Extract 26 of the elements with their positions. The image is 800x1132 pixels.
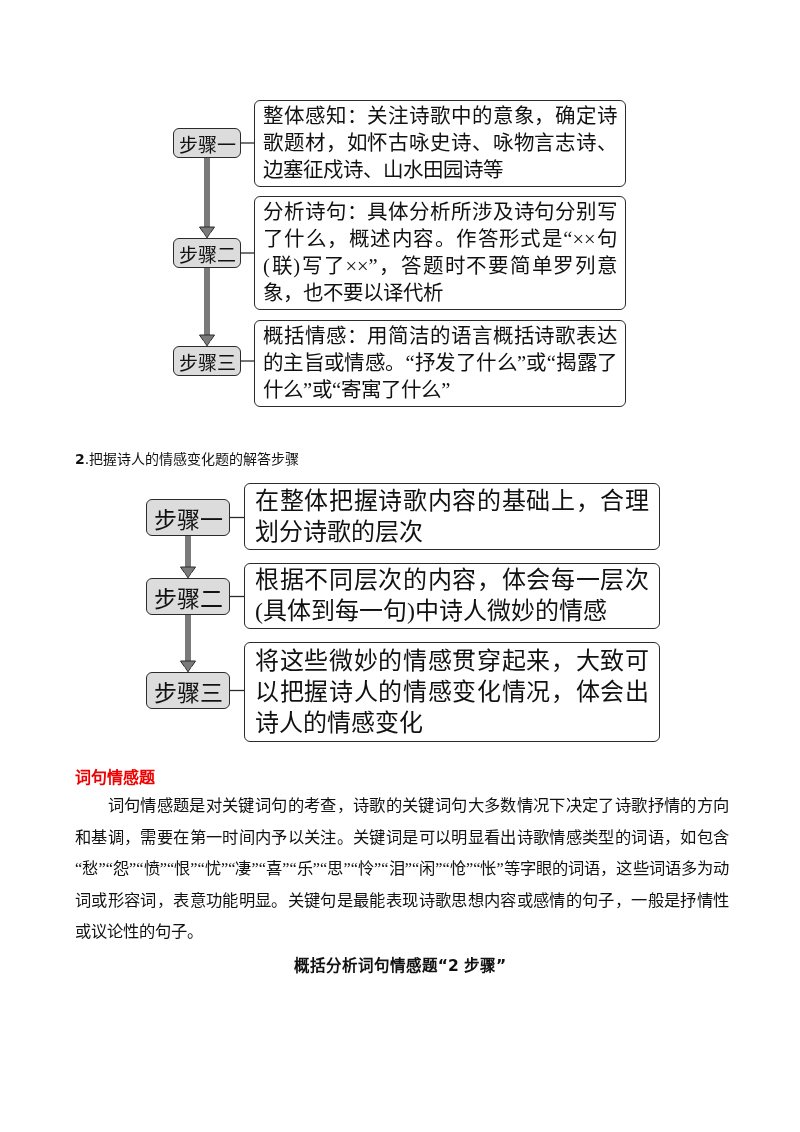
description-box: 概括情感：用简洁的语言概括诗歌表达的主旨或情感。“抒发了什么”或“揭露了什么”或“寄寓了什么”: [254, 320, 626, 407]
connector-line: [240, 360, 255, 362]
section-heading: 词句情感题: [75, 767, 155, 788]
connector-line: [240, 252, 255, 254]
section-heading: 2.把握诗人的情感变化题的解答步骤: [75, 450, 300, 468]
arrow: [180, 536, 196, 579]
connector-line: [229, 689, 245, 692]
step-box: 步骤一: [146, 499, 230, 536]
arrow: [180, 615, 196, 673]
step-box: 步骤一: [173, 128, 241, 158]
paragraph: 词句情感题是对关键词句的考查，诗歌的关键词句大多数情况下决定了诗歌抒情的方向和基调，需要在第一时间内予以关注。关键词是可以明显看出诗歌情感类型的词语，如包含“愁”“怨”“愤”“恨”“忧”“凄”“喜”“乐”“思”“怜”“泪”“闲”“怆”“怅”等字眼的词语，这些词语多为动词或形容词，表意功能明显。关键句是最能表现诗歌思想内容或感情的句子，一般是抒情性或议论性的句子。: [75, 795, 729, 943]
connector-line: [240, 142, 255, 144]
connector-line: [229, 595, 245, 598]
step-box: 步骤二: [146, 578, 230, 615]
arrow: [199, 158, 215, 239]
step-box: 步骤二: [173, 238, 241, 268]
connector-line: [229, 516, 245, 519]
step-box: 步骤三: [173, 346, 241, 376]
subheading: 概括分析词句情感题“2 步骤”: [293, 955, 507, 975]
step-box: 步骤三: [146, 672, 230, 709]
arrow: [199, 268, 215, 347]
description-box: 根据不同层次的内容，体会每一层次(具体到每一句)中诗人微妙的情感: [244, 563, 660, 629]
description-box: 在整体把握诗歌内容的基础上，合理划分诗歌的层次: [244, 483, 660, 550]
description-box: 整体感知：关注诗歌中的意象，确定诗歌题材，如怀古咏史诗、咏物言志诗、边塞征戍诗、山水田园诗等: [254, 100, 626, 187]
description-box: 将这些微妙的情感贯穿起来，大致可以把握诗人的情感变化情况，体会出诗人的情感变化: [244, 642, 660, 742]
description-box: 分析诗句：具体分析所涉及诗句分别写了什么，概述内容。作答形式是“××句(联)写了××”，答题时不要简单罗列意象，也不要以译代析: [254, 196, 626, 310]
